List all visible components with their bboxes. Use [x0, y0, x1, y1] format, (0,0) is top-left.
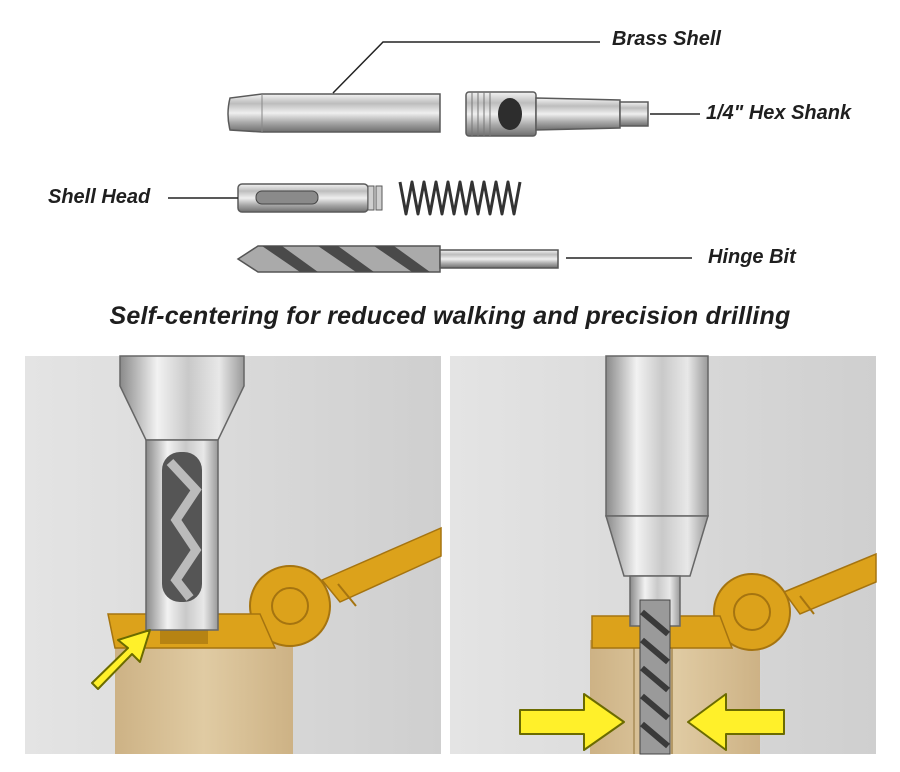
hex-shank-part — [465, 91, 649, 137]
hex-shank-label: 1/4" Hex Shank — [706, 102, 852, 124]
brass-shell-part — [227, 93, 441, 133]
shell-head-label: Shell Head — [48, 186, 151, 208]
hinge-bit-part — [236, 245, 559, 273]
brass-shell-leader — [332, 41, 600, 94]
brass-shell-label: Brass Shell — [612, 28, 721, 50]
right-illustration-panel — [450, 355, 877, 755]
left-illustration-panel — [25, 355, 442, 754]
headline: Self-centering for reduced walking and p… — [109, 302, 791, 330]
shell-head-part — [237, 183, 383, 213]
spring-part — [398, 180, 522, 216]
hinge-bit-label: Hinge Bit — [708, 246, 796, 268]
